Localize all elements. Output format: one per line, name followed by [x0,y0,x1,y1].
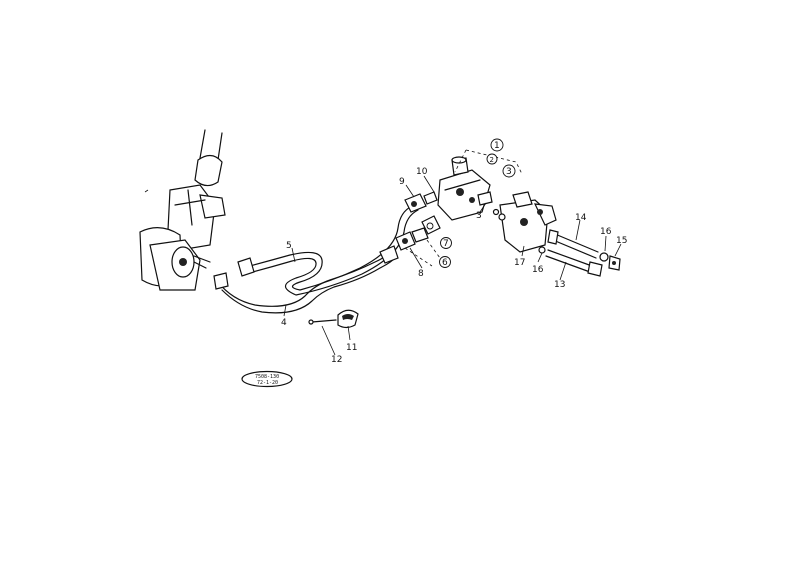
valve-block-17 [492,191,557,253]
callout-circles [439,138,516,268]
callout-16: 16 [600,227,612,237]
leader-lines [283,175,622,356]
steering-gear-box [139,129,226,291]
pipe-fittings [213,245,399,290]
fitting-11 [421,215,441,235]
drawing-reference-stamp: 7508-130 72-1-20 [241,370,293,388]
callout-3: 3 [476,211,482,221]
control-valve-body [437,156,493,221]
fitting-8 [395,227,429,251]
callout-7: 7 [443,239,449,249]
bolt-13 [545,249,603,277]
washer-16 [538,246,609,262]
callout-10: 10 [416,167,428,177]
callout-8: 8 [418,269,424,279]
callout-15: 15 [616,236,627,246]
pipe-clamp-11 [337,309,359,329]
fitting-9 [404,191,438,213]
callout-9: 9 [399,177,405,187]
callout-12: 12 [331,355,342,365]
callout-13: 13 [554,280,565,290]
pipe-4 [217,249,398,314]
callout-17: 17 [514,258,525,268]
stamp-line-2: 72-1-20 [257,380,278,386]
callout-1: 1 [494,141,500,151]
callout-16-lower: 16 [532,265,544,275]
callout-6: 6 [442,258,448,268]
callout-3-circled: 3 [506,167,512,177]
bolt-14 [547,229,599,259]
nut-15 [608,255,621,271]
callout-5: 5 [286,241,292,251]
callout-11: 11 [346,343,357,353]
stamp-line-1: 7508-130 [255,374,279,380]
callout-2: 2 [490,156,494,164]
screw-12 [308,319,337,325]
callout-4: 4 [281,318,287,328]
callout-14: 14 [575,213,587,223]
